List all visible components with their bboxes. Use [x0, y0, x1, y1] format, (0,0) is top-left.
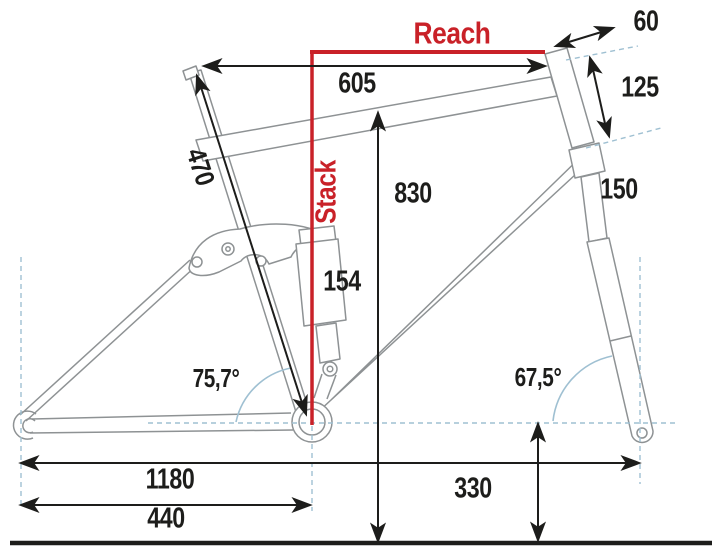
fork-travel-label: 150	[600, 173, 638, 206]
reach-stack-lines	[310, 50, 545, 425]
stem-length-label: 60	[633, 5, 659, 38]
fork-lower-leg	[586, 237, 654, 444]
angle-arcs	[235, 355, 613, 423]
dimension-arrows	[18, 25, 642, 544]
head-tube	[544, 47, 595, 149]
seat-angle-arc	[235, 367, 292, 423]
standover-height-label: 830	[394, 177, 432, 210]
rear-shock	[295, 225, 347, 400]
bb-height-label: 330	[454, 472, 492, 505]
fork-seal-line	[609, 335, 632, 342]
top-tube-length-label: 605	[338, 67, 376, 100]
reach-label: Reach	[413, 15, 491, 51]
front-axle	[636, 427, 648, 439]
seat-clamp	[182, 65, 200, 81]
pivot	[225, 246, 231, 252]
head-angle-arc	[552, 355, 613, 422]
dim-head-tube-line	[591, 64, 607, 129]
seat-tube-angle-label: 75,7°	[192, 363, 240, 393]
head-tube-angle-label: 67,5°	[514, 362, 562, 392]
rear-dropout	[12, 410, 37, 440]
head-top-guide	[565, 45, 639, 61]
pivot	[191, 256, 203, 268]
chainstay-length-label: 440	[147, 502, 185, 535]
shock-length-label: 154	[323, 265, 361, 298]
seatstay	[19, 259, 197, 422]
stack-label: Stack	[310, 160, 343, 224]
head-bottom-guide	[585, 127, 662, 149]
fork-crown	[568, 142, 606, 179]
chainstay	[29, 412, 294, 434]
head-tube-length-label: 125	[621, 71, 659, 104]
guide-lines	[20, 45, 676, 511]
dim-seat-tube-line	[199, 83, 304, 407]
wheelbase-label: 1180	[145, 463, 195, 496]
